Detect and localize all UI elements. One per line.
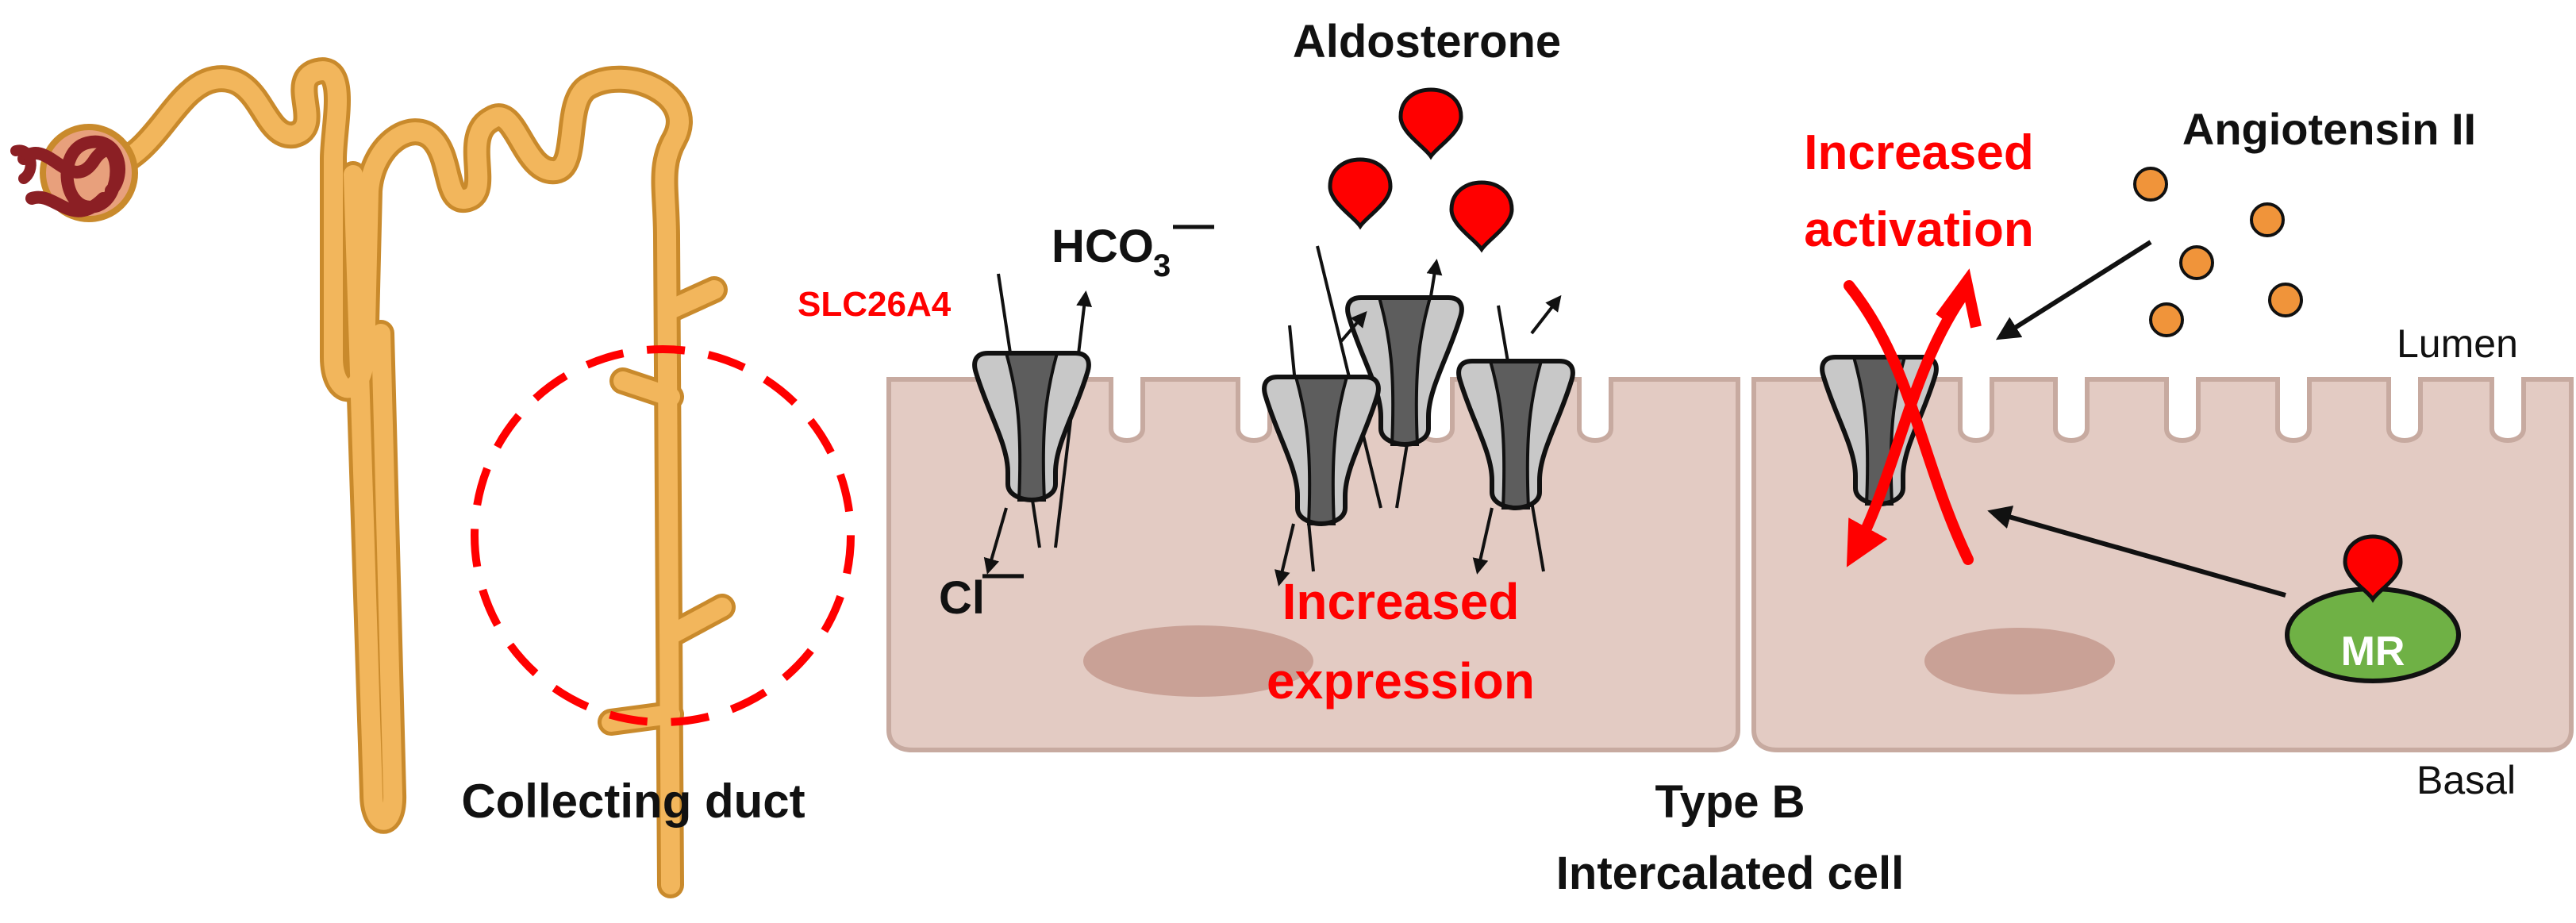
aldosterone-drop-icon [1330, 160, 1390, 226]
transporter-icon [1459, 294, 1573, 575]
nucleus [1924, 628, 2115, 694]
bicarbonate-main: HCO [1052, 221, 1154, 272]
transporter-icon [975, 273, 1093, 575]
slc26a4-label: SLC26A4 [798, 285, 952, 324]
bicarbonate-subscript: 3 [1153, 248, 1171, 283]
mr-receptor-icon: MR [1987, 506, 2461, 683]
nephron-illustration [10, 57, 855, 898]
aldosterone-label: Aldosterone [1293, 16, 1561, 67]
angiotensin-dot-icon [2133, 167, 2303, 337]
basal-label: Basal [2416, 758, 2516, 802]
type-b-label-line2: Intercalated cell [1556, 848, 1904, 899]
increased-expression-label-line1: Increased [1282, 573, 1520, 630]
bicarbonate-label: HCO 3 — [1052, 202, 1214, 283]
increased-activation-label-line1: Increased [1804, 125, 2034, 180]
activation-arrows [1844, 268, 1982, 567]
lumen-label: Lumen [2397, 321, 2518, 366]
chloride-charge: — [982, 551, 1024, 597]
aldosterone-drop-icon [1451, 183, 1512, 249]
increased-activation-label-line2: activation [1804, 202, 2033, 257]
transporter-icon [1264, 310, 1378, 586]
arrow-icon [1995, 240, 2152, 340]
chloride-label: Cl — [939, 551, 1024, 624]
glomerulus [10, 124, 138, 222]
type-b-label-line1: Type B [1655, 776, 1805, 828]
angiotensin-label: Angiotensin II [2182, 104, 2476, 154]
aldosterone-drop-icon [1401, 90, 1461, 156]
collecting-duct-label: Collecting duct [461, 775, 805, 828]
collecting-duct-highlight [471, 345, 855, 726]
nucleus [1083, 625, 1313, 697]
chloride-main: Cl [939, 572, 985, 624]
mr-label: MR [2341, 629, 2405, 675]
bicarbonate-charge: — [1173, 202, 1214, 248]
increased-expression-label-line2: expression [1267, 652, 1535, 710]
